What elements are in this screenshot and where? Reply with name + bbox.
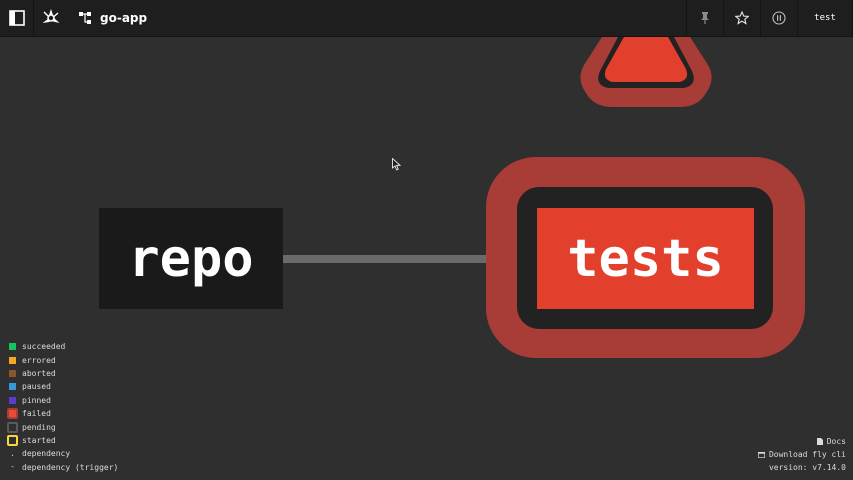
version-label: version: v7.14.0 <box>768 463 846 472</box>
legend-item-aborted: aborted <box>7 367 118 380</box>
pending-swatch-icon <box>7 421 18 433</box>
legend-label: errored <box>22 355 56 365</box>
legend-label: dependency (trigger) <box>22 462 119 472</box>
pipeline-breadcrumb[interactable]: go-app <box>78 11 686 25</box>
pipeline-name: go-app <box>100 11 148 25</box>
mouse-cursor-icon <box>392 158 401 171</box>
legend-label: dependency <box>22 449 71 459</box>
docs-link[interactable]: Docs <box>758 435 846 448</box>
succeeded-swatch-icon <box>9 343 16 351</box>
legend-item-pending: pending <box>7 420 118 433</box>
user-menu[interactable]: test <box>797 0 853 36</box>
top-bar: go-app test <box>0 0 853 37</box>
dependency-edge <box>283 255 537 263</box>
legend-label: pending <box>22 422 56 432</box>
concourse-logo-icon <box>42 9 60 23</box>
pin-button[interactable] <box>686 0 723 36</box>
legend-item-errored: errored <box>7 353 118 366</box>
legend-label: paused <box>22 382 51 392</box>
legend-item-pinned: pinned <box>7 394 118 407</box>
download-label: Download fly cli <box>768 450 846 459</box>
version-text: version: v7.14.0 <box>758 461 846 474</box>
legend-label: started <box>22 435 56 445</box>
legend-label: pinned <box>22 395 51 405</box>
failed-job-upstream-marker[interactable] <box>580 37 712 107</box>
started-swatch-icon <box>7 434 18 446</box>
paused-swatch-icon <box>9 383 16 391</box>
docs-label: Docs <box>826 437 846 446</box>
pin-icon <box>701 12 709 24</box>
pipeline-graph: repo tests <box>0 37 853 480</box>
legend-item-succeeded: succeeded <box>7 340 118 353</box>
aborted-swatch-icon <box>9 369 16 377</box>
pinned-swatch-icon <box>9 396 16 404</box>
legend-item-dependency: . dependency <box>7 447 118 460</box>
pause-pipeline-button[interactable] <box>760 0 797 36</box>
pipeline-icon <box>78 11 92 25</box>
pause-icon <box>772 11 786 25</box>
job-repo[interactable]: repo <box>99 208 283 309</box>
legend-item-paused: paused <box>7 380 118 393</box>
favorite-button[interactable] <box>723 0 760 36</box>
footer-info: Docs Download fly cli version: v7.14.0 <box>757 435 846 474</box>
legend-item-started: started <box>7 434 118 447</box>
sidebar-toggle-button[interactable] <box>0 0 34 36</box>
errored-swatch-icon <box>9 356 16 364</box>
legend-item-failed: failed <box>7 407 118 420</box>
dependency-trigger-dot-icon: - <box>10 462 15 472</box>
status-legend: succeeded errored aborted paused pinned … <box>7 340 118 474</box>
failed-swatch-icon <box>7 408 18 420</box>
job-tests[interactable]: tests <box>537 208 754 309</box>
concourse-logo-link[interactable] <box>34 0 68 36</box>
sidebar-toggle-icon <box>8 10 25 26</box>
legend-label: aborted <box>22 368 56 378</box>
legend-label: succeeded <box>22 342 66 352</box>
dependency-dot-icon: . <box>10 448 15 458</box>
document-icon <box>816 438 823 445</box>
legend-label: failed <box>22 409 51 419</box>
legend-item-dependency-trigger: - dependency (trigger) <box>7 461 118 474</box>
star-icon <box>735 11 749 25</box>
download-cli-link[interactable]: Download fly cli <box>757 448 846 461</box>
terminal-icon <box>757 451 765 458</box>
